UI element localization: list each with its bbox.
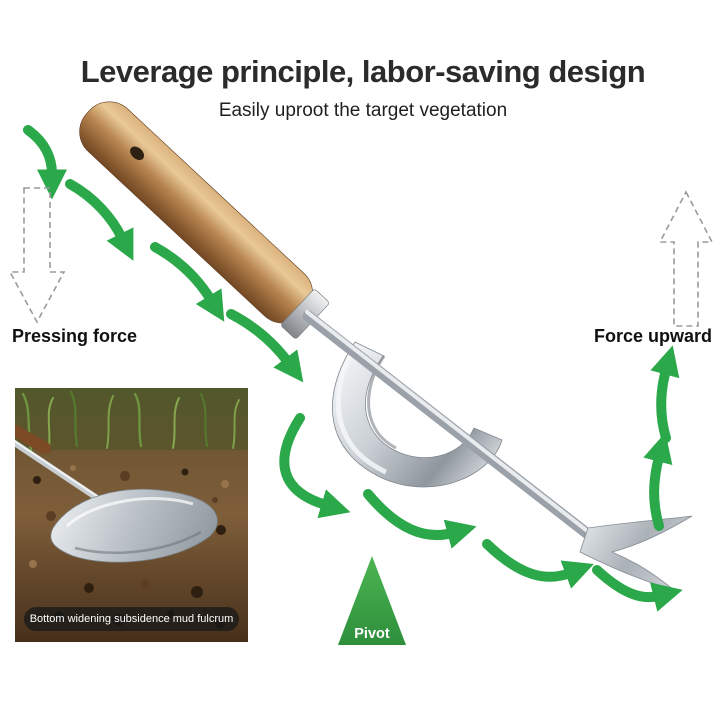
- curved-arrow-icon: [482, 539, 594, 589]
- curved-arrow-icon: [592, 565, 683, 612]
- curved-arrow-icon: [150, 242, 225, 322]
- inset-fulcrum-plate: [50, 488, 218, 563]
- fork-tip: [579, 515, 693, 591]
- steel-shaft: [302, 310, 604, 548]
- curved-arrow-icon: [363, 489, 477, 549]
- curved-arrow-icon: [279, 413, 351, 519]
- handle-hang-hole: [130, 146, 145, 161]
- force-upward-label: Force upward: [593, 326, 712, 346]
- inset-photo: Bottom widening subsidence mud fulcrum: [15, 388, 248, 642]
- pivot-label: Pivot: [354, 626, 390, 642]
- curved-arrow-icon: [226, 309, 304, 383]
- fulcrum-plate: [332, 341, 503, 488]
- page-subtitle: Easily uproot the target vegetation: [218, 100, 508, 121]
- dashed-arrow-down-icon: [8, 187, 66, 324]
- pressing-force-label: Pressing force: [12, 326, 138, 346]
- inset-caption: Bottom widening subsidence mud fulcrum: [24, 607, 239, 631]
- page-title: Leverage principle, labor-saving design: [80, 54, 646, 89]
- inset-soil-scene: [15, 388, 248, 642]
- up-arrow-icon: [650, 345, 680, 443]
- up-arrow-icon: [643, 432, 673, 531]
- curved-arrow-icon: [65, 179, 134, 261]
- dashed-arrow-up-icon: [658, 190, 714, 327]
- curved-arrow-icon: [23, 125, 67, 200]
- pivot-triangle: [338, 556, 406, 645]
